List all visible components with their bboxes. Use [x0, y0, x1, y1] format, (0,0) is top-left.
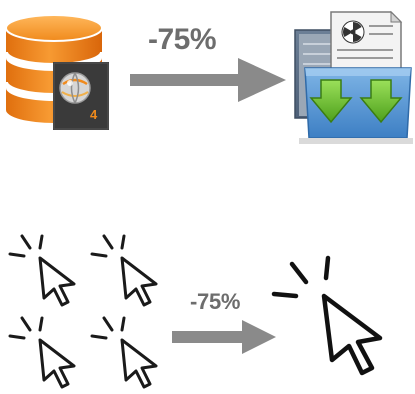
single-cursor-click-icon — [271, 255, 383, 376]
cursor-click-icon-2 — [90, 234, 158, 307]
document-folder-download-icon — [294, 10, 413, 144]
cursor-click-icon-4 — [90, 316, 158, 389]
data-reduction-percent: -75% — [148, 23, 217, 56]
app-badge-icon — [53, 62, 109, 130]
reduction-arrow-bottom — [172, 320, 276, 354]
click-reduction-percent: -75% — [190, 289, 241, 314]
reduction-arrow-top — [130, 58, 286, 102]
click-reduction-row: -75% — [0, 196, 415, 394]
badge-number: 4 — [90, 107, 98, 122]
data-reduction-row: 4 -75% — [0, 0, 415, 160]
cursor-click-icon-3 — [8, 316, 76, 389]
cursor-click-icon-1 — [8, 234, 76, 307]
